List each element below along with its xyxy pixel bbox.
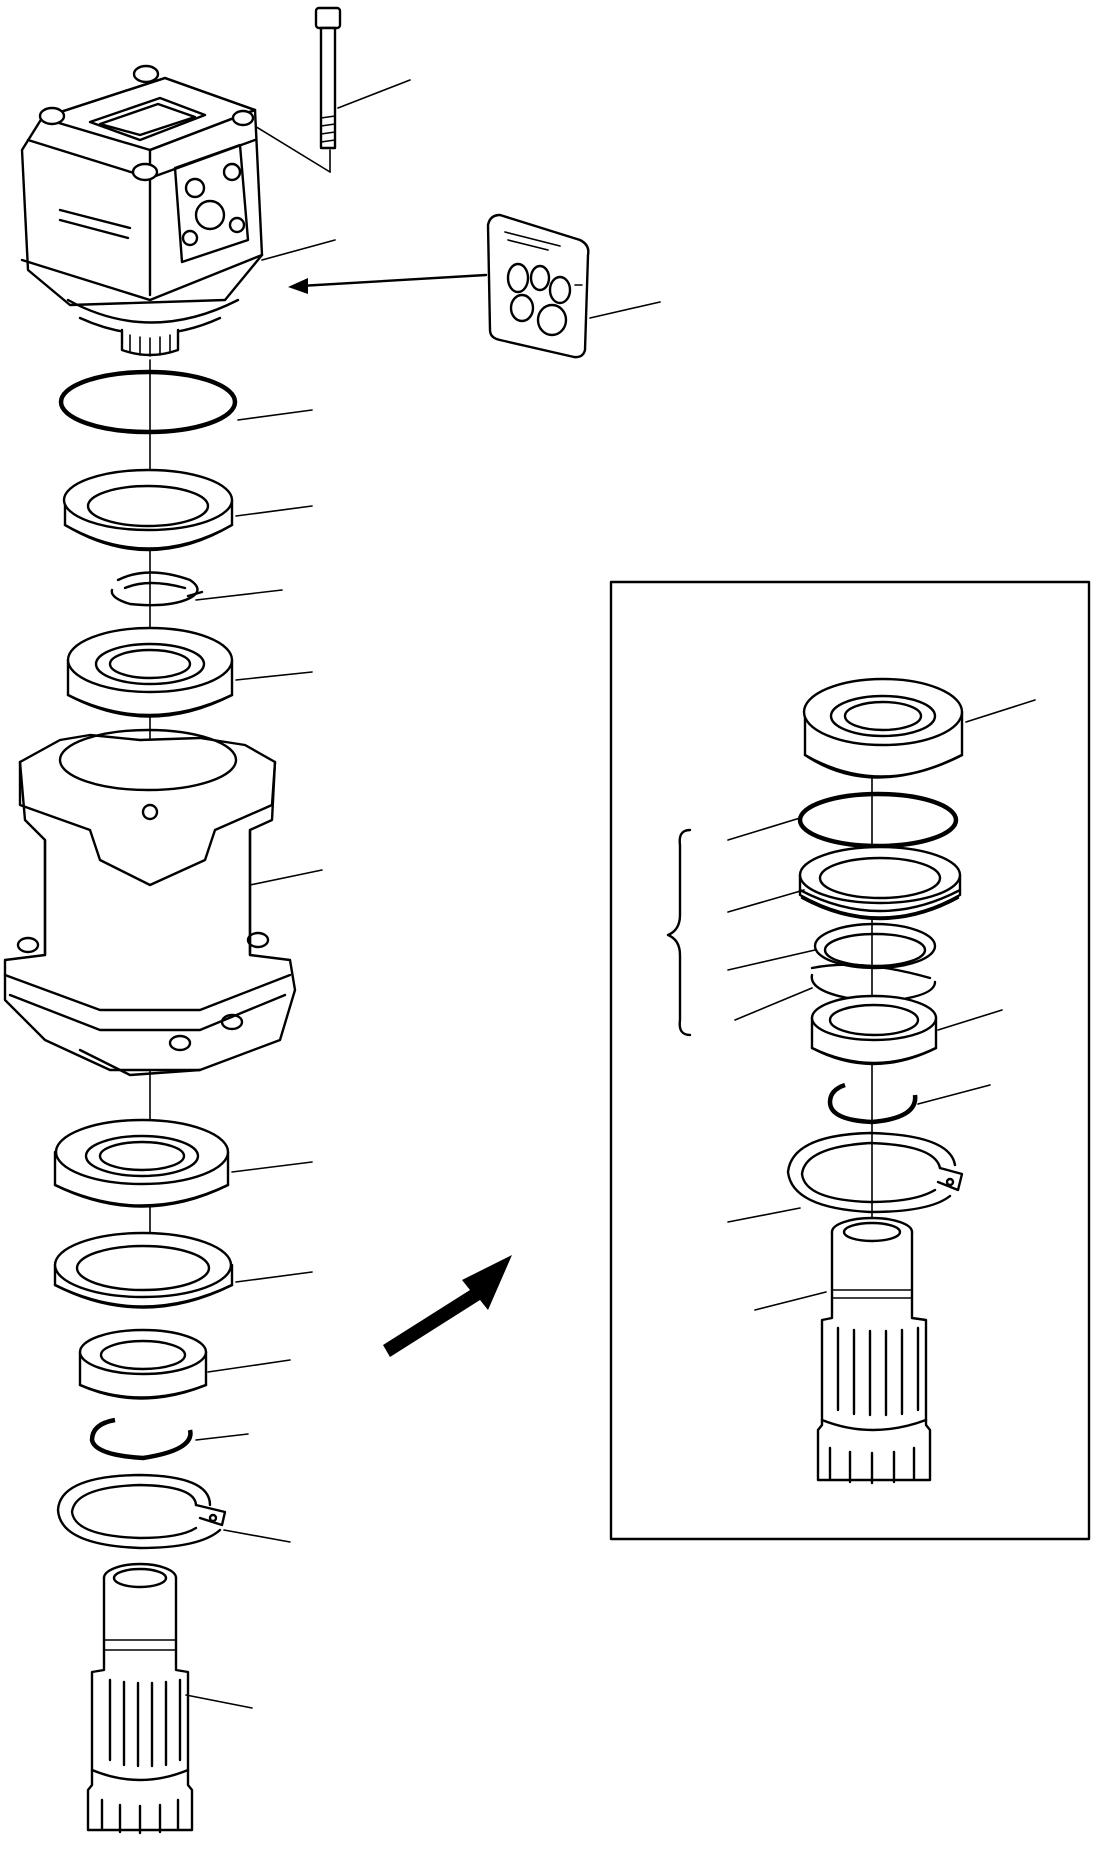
leader-snap-ring xyxy=(195,589,283,601)
leader-inset-collar xyxy=(937,1009,1003,1031)
hydraulic-motor xyxy=(20,64,264,357)
leader-bearing-lower xyxy=(231,1161,313,1173)
housing xyxy=(3,728,297,1077)
leader-inset-o-ring xyxy=(727,817,801,841)
leader-oil-seal xyxy=(235,1271,313,1283)
leader-o-ring xyxy=(237,409,313,421)
inset-backup-ring xyxy=(813,922,937,970)
leader-inset-bearing xyxy=(965,699,1036,723)
inset-o-ring xyxy=(797,791,959,849)
inset-bracket xyxy=(666,828,692,1037)
kit-arrow-shaft xyxy=(298,273,488,288)
inset-pinion-shaft xyxy=(816,1216,932,1485)
leader-circlip xyxy=(223,1529,291,1543)
kit-arrow-head xyxy=(288,278,308,294)
leader-inset-backup-ring xyxy=(727,949,816,971)
retaining-ring-small xyxy=(89,1417,193,1461)
seal-kit-card xyxy=(486,213,590,359)
inset-ball-bearing xyxy=(802,677,964,779)
circlip-large xyxy=(56,1473,227,1550)
inset-seal xyxy=(798,845,962,921)
leader-inset-circlip xyxy=(727,1207,801,1223)
leader-bolt xyxy=(337,79,411,109)
leader-collar xyxy=(207,1359,291,1373)
pinion-shaft xyxy=(86,1562,194,1835)
inset-retaining-ring xyxy=(827,1082,918,1125)
leader-pinion-shaft xyxy=(185,1694,253,1709)
seal-ring xyxy=(62,468,234,552)
leader-inset-retaining-ring xyxy=(917,1084,991,1105)
o-ring xyxy=(58,369,238,435)
leader-seal-kit xyxy=(589,301,661,319)
inset-circlip xyxy=(786,1131,964,1214)
oil-seal-lower xyxy=(53,1231,234,1309)
ball-bearing-lower xyxy=(53,1118,230,1208)
collar xyxy=(78,1328,208,1400)
leader-motor xyxy=(261,239,336,261)
leader-bearing-upper xyxy=(235,671,313,681)
bolt-guide-line xyxy=(244,119,331,173)
inset-collar xyxy=(810,994,938,1066)
leader-retaining-ring xyxy=(195,1433,249,1441)
leader-inset-seal xyxy=(727,889,805,913)
inset-arrow xyxy=(383,1255,512,1357)
leader-seal-ring xyxy=(235,505,313,517)
ball-bearing-upper xyxy=(66,626,234,718)
leader-inset-backup-ring-2 xyxy=(734,987,813,1021)
leader-inset-pinion-shaft xyxy=(754,1291,827,1311)
leader-housing xyxy=(249,869,323,886)
snap-ring-small xyxy=(110,571,204,607)
bolt xyxy=(314,6,342,150)
inset-frame xyxy=(609,580,1091,1541)
